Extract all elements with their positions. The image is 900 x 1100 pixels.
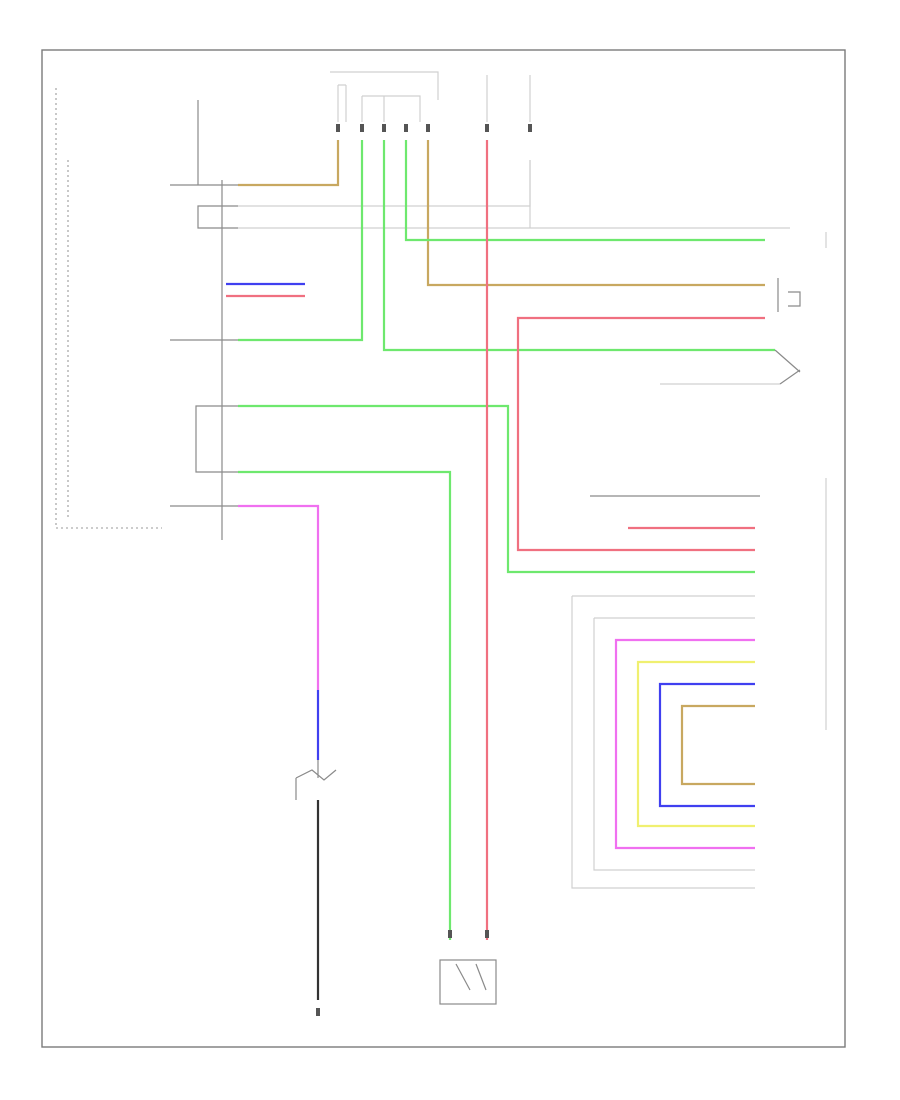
- right-module: [571, 232, 827, 889]
- diagram-frame: [41, 49, 846, 1048]
- top-connector: [330, 71, 439, 122]
- tan-wire: [238, 140, 340, 187]
- relay-symbol: [295, 760, 337, 800]
- gray-wires: [238, 160, 790, 229]
- connector-pins: [316, 124, 532, 1016]
- red-wires: [485, 140, 765, 940]
- tan-wire-2: [426, 140, 765, 287]
- green-wires: [238, 140, 775, 940]
- left-control-module: [55, 88, 240, 540]
- bottom-switch: [439, 959, 497, 1005]
- right-loops: [614, 638, 755, 850]
- top-fuses: [486, 75, 531, 228]
- right-stubs: [590, 278, 801, 497]
- pink-wire: [238, 504, 320, 690]
